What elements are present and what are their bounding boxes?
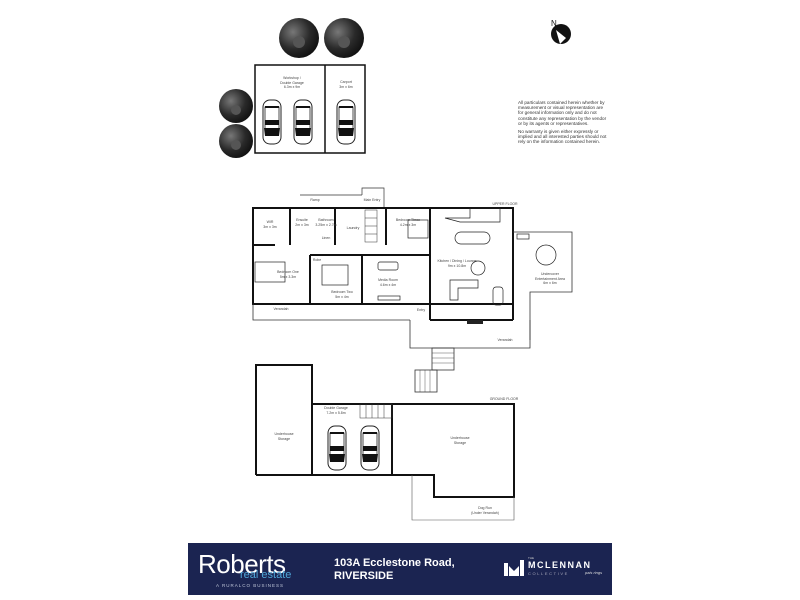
room-robe: Robe xyxy=(312,258,322,262)
partner-subtitle: COLLECTIVE xyxy=(528,571,569,576)
agency-tagline: A RURALCO BUSINESS xyxy=(216,583,285,588)
level-label-upper: UPPER FLOOR xyxy=(492,202,518,206)
room-verandah-2: Verandah xyxy=(497,338,513,342)
room-laundry: Laundry xyxy=(346,226,360,230)
partner-the: THE xyxy=(528,556,534,560)
footer-banner: Roberts real estate A RURALCO BUSINESS 1… xyxy=(188,543,612,595)
agency-subtitle: real estate xyxy=(240,569,292,581)
mclennan-logo-icon xyxy=(504,560,524,576)
partner-signature: pais rings xyxy=(585,570,603,575)
disclaimer-paragraph-2: No warranty is given either expressly or… xyxy=(518,129,607,145)
partner-name: MCLENNAN xyxy=(528,560,592,570)
room-dogrun: Dog Run (Under Verandah) xyxy=(471,506,499,515)
floor-plan-drawing: N xyxy=(219,18,573,521)
svg-text:N: N xyxy=(551,19,557,28)
room-entry-2: Entry xyxy=(416,308,426,312)
room-storage-2: Underhouse Storage xyxy=(450,436,470,445)
tree-icon xyxy=(219,18,364,158)
room-name: Carport xyxy=(340,80,352,84)
room-size: 3m x 6m xyxy=(339,84,353,89)
disclaimer-text: All particulars contained herein whether… xyxy=(518,100,608,148)
room-linen: Linen xyxy=(321,236,331,240)
agency-logo: Roberts xyxy=(198,549,286,579)
property-address: 103A Ecclestone Road, RIVERSIDE xyxy=(334,557,455,583)
level-label-ground: GROUND FLOOR xyxy=(489,397,519,401)
room-storage-1: Underhouse Storage xyxy=(274,432,294,441)
room-size: 6.3m x 9m xyxy=(283,85,301,89)
room-name: Workshop / Double Garage xyxy=(280,76,304,85)
room-entry: Main Entry xyxy=(363,198,381,202)
north-compass-icon: N xyxy=(551,19,571,44)
address-line-1: 103A Ecclestone Road, xyxy=(334,557,455,569)
room-verandah-1: Verandah xyxy=(273,307,289,311)
disclaimer-paragraph-1: All particulars contained herein whether… xyxy=(518,100,607,126)
room-ramp: Ramp xyxy=(310,198,320,202)
address-line-2: RIVERSIDE xyxy=(334,570,394,582)
